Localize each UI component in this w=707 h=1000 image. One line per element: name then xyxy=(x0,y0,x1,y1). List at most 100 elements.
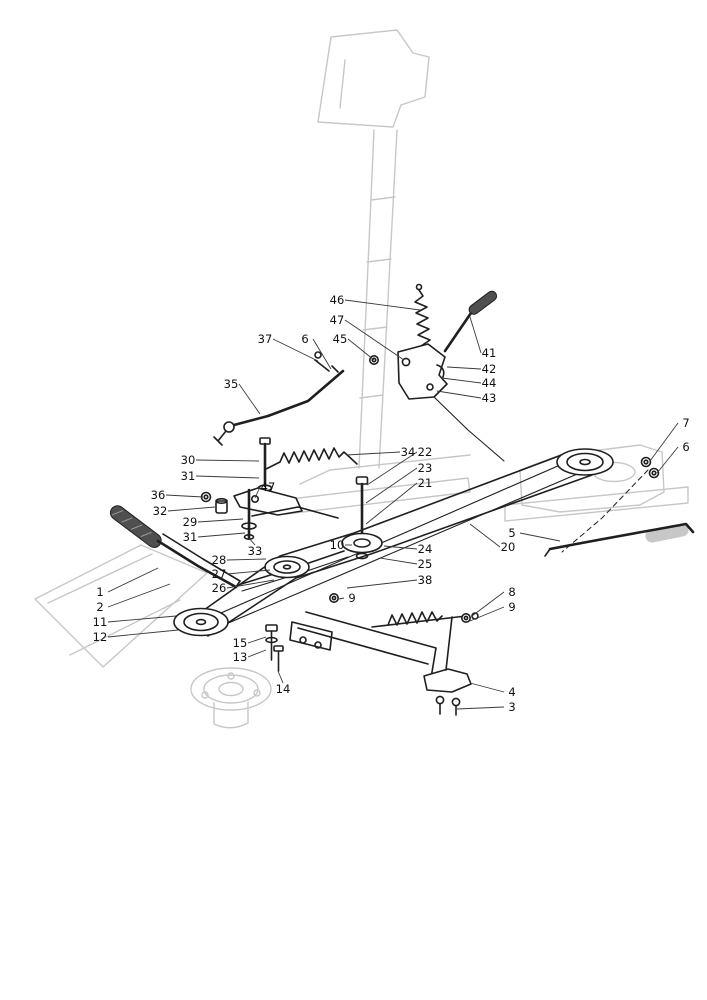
callout-leader xyxy=(365,482,418,525)
callout-leader xyxy=(469,606,505,622)
callout-label: 13 xyxy=(233,650,248,664)
callout-leader xyxy=(107,583,171,608)
callout-leader xyxy=(344,299,421,311)
lever-41 xyxy=(443,290,498,353)
callout-label: 30 xyxy=(181,453,196,467)
alignment-lines xyxy=(561,469,649,553)
post-30-31 xyxy=(257,437,273,492)
callout-label: 25 xyxy=(418,557,433,571)
callout-label: 14 xyxy=(276,682,291,696)
callout-label: 33 xyxy=(248,544,263,558)
callout-label: 22 xyxy=(418,445,433,459)
callout-label: 27 xyxy=(212,567,227,581)
callout-leader xyxy=(365,467,418,504)
hand-lever xyxy=(109,505,241,589)
callout-label: 9 xyxy=(508,600,515,614)
rod-5 xyxy=(544,522,695,557)
callout-leader xyxy=(107,567,159,593)
callout-label: 20 xyxy=(501,540,516,554)
callout-leader xyxy=(379,557,418,565)
callout-leader xyxy=(195,475,260,479)
callout-label: 6 xyxy=(301,332,308,346)
callout-leader xyxy=(247,649,267,658)
callout-leader xyxy=(469,682,505,693)
callout-label: 15 xyxy=(233,636,248,650)
callout-label: 5 xyxy=(508,526,515,540)
callout-label: 26 xyxy=(212,581,227,595)
steering-column-frame xyxy=(317,29,430,469)
mechanism-parts xyxy=(109,283,695,716)
callout-label: 42 xyxy=(482,362,497,376)
clutch-pulley xyxy=(190,667,272,729)
pulley-left xyxy=(173,607,229,637)
washers-6-7 xyxy=(640,456,660,479)
pulley-right xyxy=(556,448,614,476)
callout-leader xyxy=(649,422,679,462)
callout-leader xyxy=(383,545,418,550)
callout-leader xyxy=(226,569,271,575)
callout-label: 24 xyxy=(418,542,433,556)
callout-leader xyxy=(277,670,284,684)
callout-label: 6 xyxy=(682,440,689,454)
callout-label: 23 xyxy=(418,461,433,475)
callout-leader xyxy=(312,338,332,370)
callout-leader xyxy=(347,338,375,361)
callout-label: 35 xyxy=(224,377,239,391)
callout-leader xyxy=(656,446,679,474)
callout-label: 46 xyxy=(330,293,345,307)
callout-leader xyxy=(226,558,267,561)
callout-leader xyxy=(471,591,505,617)
callout-label: 9 xyxy=(348,591,355,605)
callout-label: 31 xyxy=(181,469,196,483)
callout-label: 21 xyxy=(418,476,433,490)
callout-label: 34 xyxy=(401,445,416,459)
callout-leader xyxy=(238,383,261,415)
pin-37 xyxy=(314,351,339,373)
callout-leader xyxy=(254,486,261,499)
callout-leader xyxy=(345,451,401,456)
callout-label: 11 xyxy=(93,615,108,629)
bracket-cluster xyxy=(200,487,339,540)
drive-belt xyxy=(203,449,593,637)
callout-label: 47 xyxy=(330,313,345,327)
callout-leader xyxy=(226,579,275,589)
callout-label: 36 xyxy=(151,488,166,502)
spring-34 xyxy=(265,447,358,470)
link-rod xyxy=(433,396,505,462)
callout-label: 38 xyxy=(418,573,433,587)
callout-label: 45 xyxy=(333,332,348,346)
brake-rod-35 xyxy=(213,369,345,446)
callout-leader xyxy=(107,629,179,638)
callout-label: 3 xyxy=(508,700,515,714)
callout-leader xyxy=(519,532,561,542)
callout-leader xyxy=(441,377,482,384)
callout-leader xyxy=(197,518,244,523)
left-chassis-frame xyxy=(34,544,208,668)
pulley-mid-left xyxy=(264,555,310,579)
callout-leader xyxy=(248,537,256,546)
lower-linkage xyxy=(265,592,479,716)
callout-label: 10 xyxy=(330,538,345,552)
callout-leader xyxy=(344,319,405,361)
callout-leader xyxy=(338,597,345,600)
chassis-outline xyxy=(34,29,689,729)
callout-label: 4 xyxy=(508,685,515,699)
callout-label: 28 xyxy=(212,553,227,567)
callout-label: 37 xyxy=(258,332,273,346)
callout-leader xyxy=(195,459,260,462)
callout-label: 31 xyxy=(183,530,198,544)
callout-leader xyxy=(446,366,482,370)
pulley-center xyxy=(341,476,383,560)
callout-label: 1 xyxy=(96,585,103,599)
callout-leader xyxy=(366,451,418,486)
callout-label: 43 xyxy=(482,391,497,405)
callout-leader xyxy=(107,615,177,623)
mid-crossmember xyxy=(281,454,471,515)
callout-leader xyxy=(272,338,319,362)
callout-label: 8 xyxy=(508,585,515,599)
callout-label: 41 xyxy=(482,346,497,360)
callout-leader xyxy=(436,390,482,399)
